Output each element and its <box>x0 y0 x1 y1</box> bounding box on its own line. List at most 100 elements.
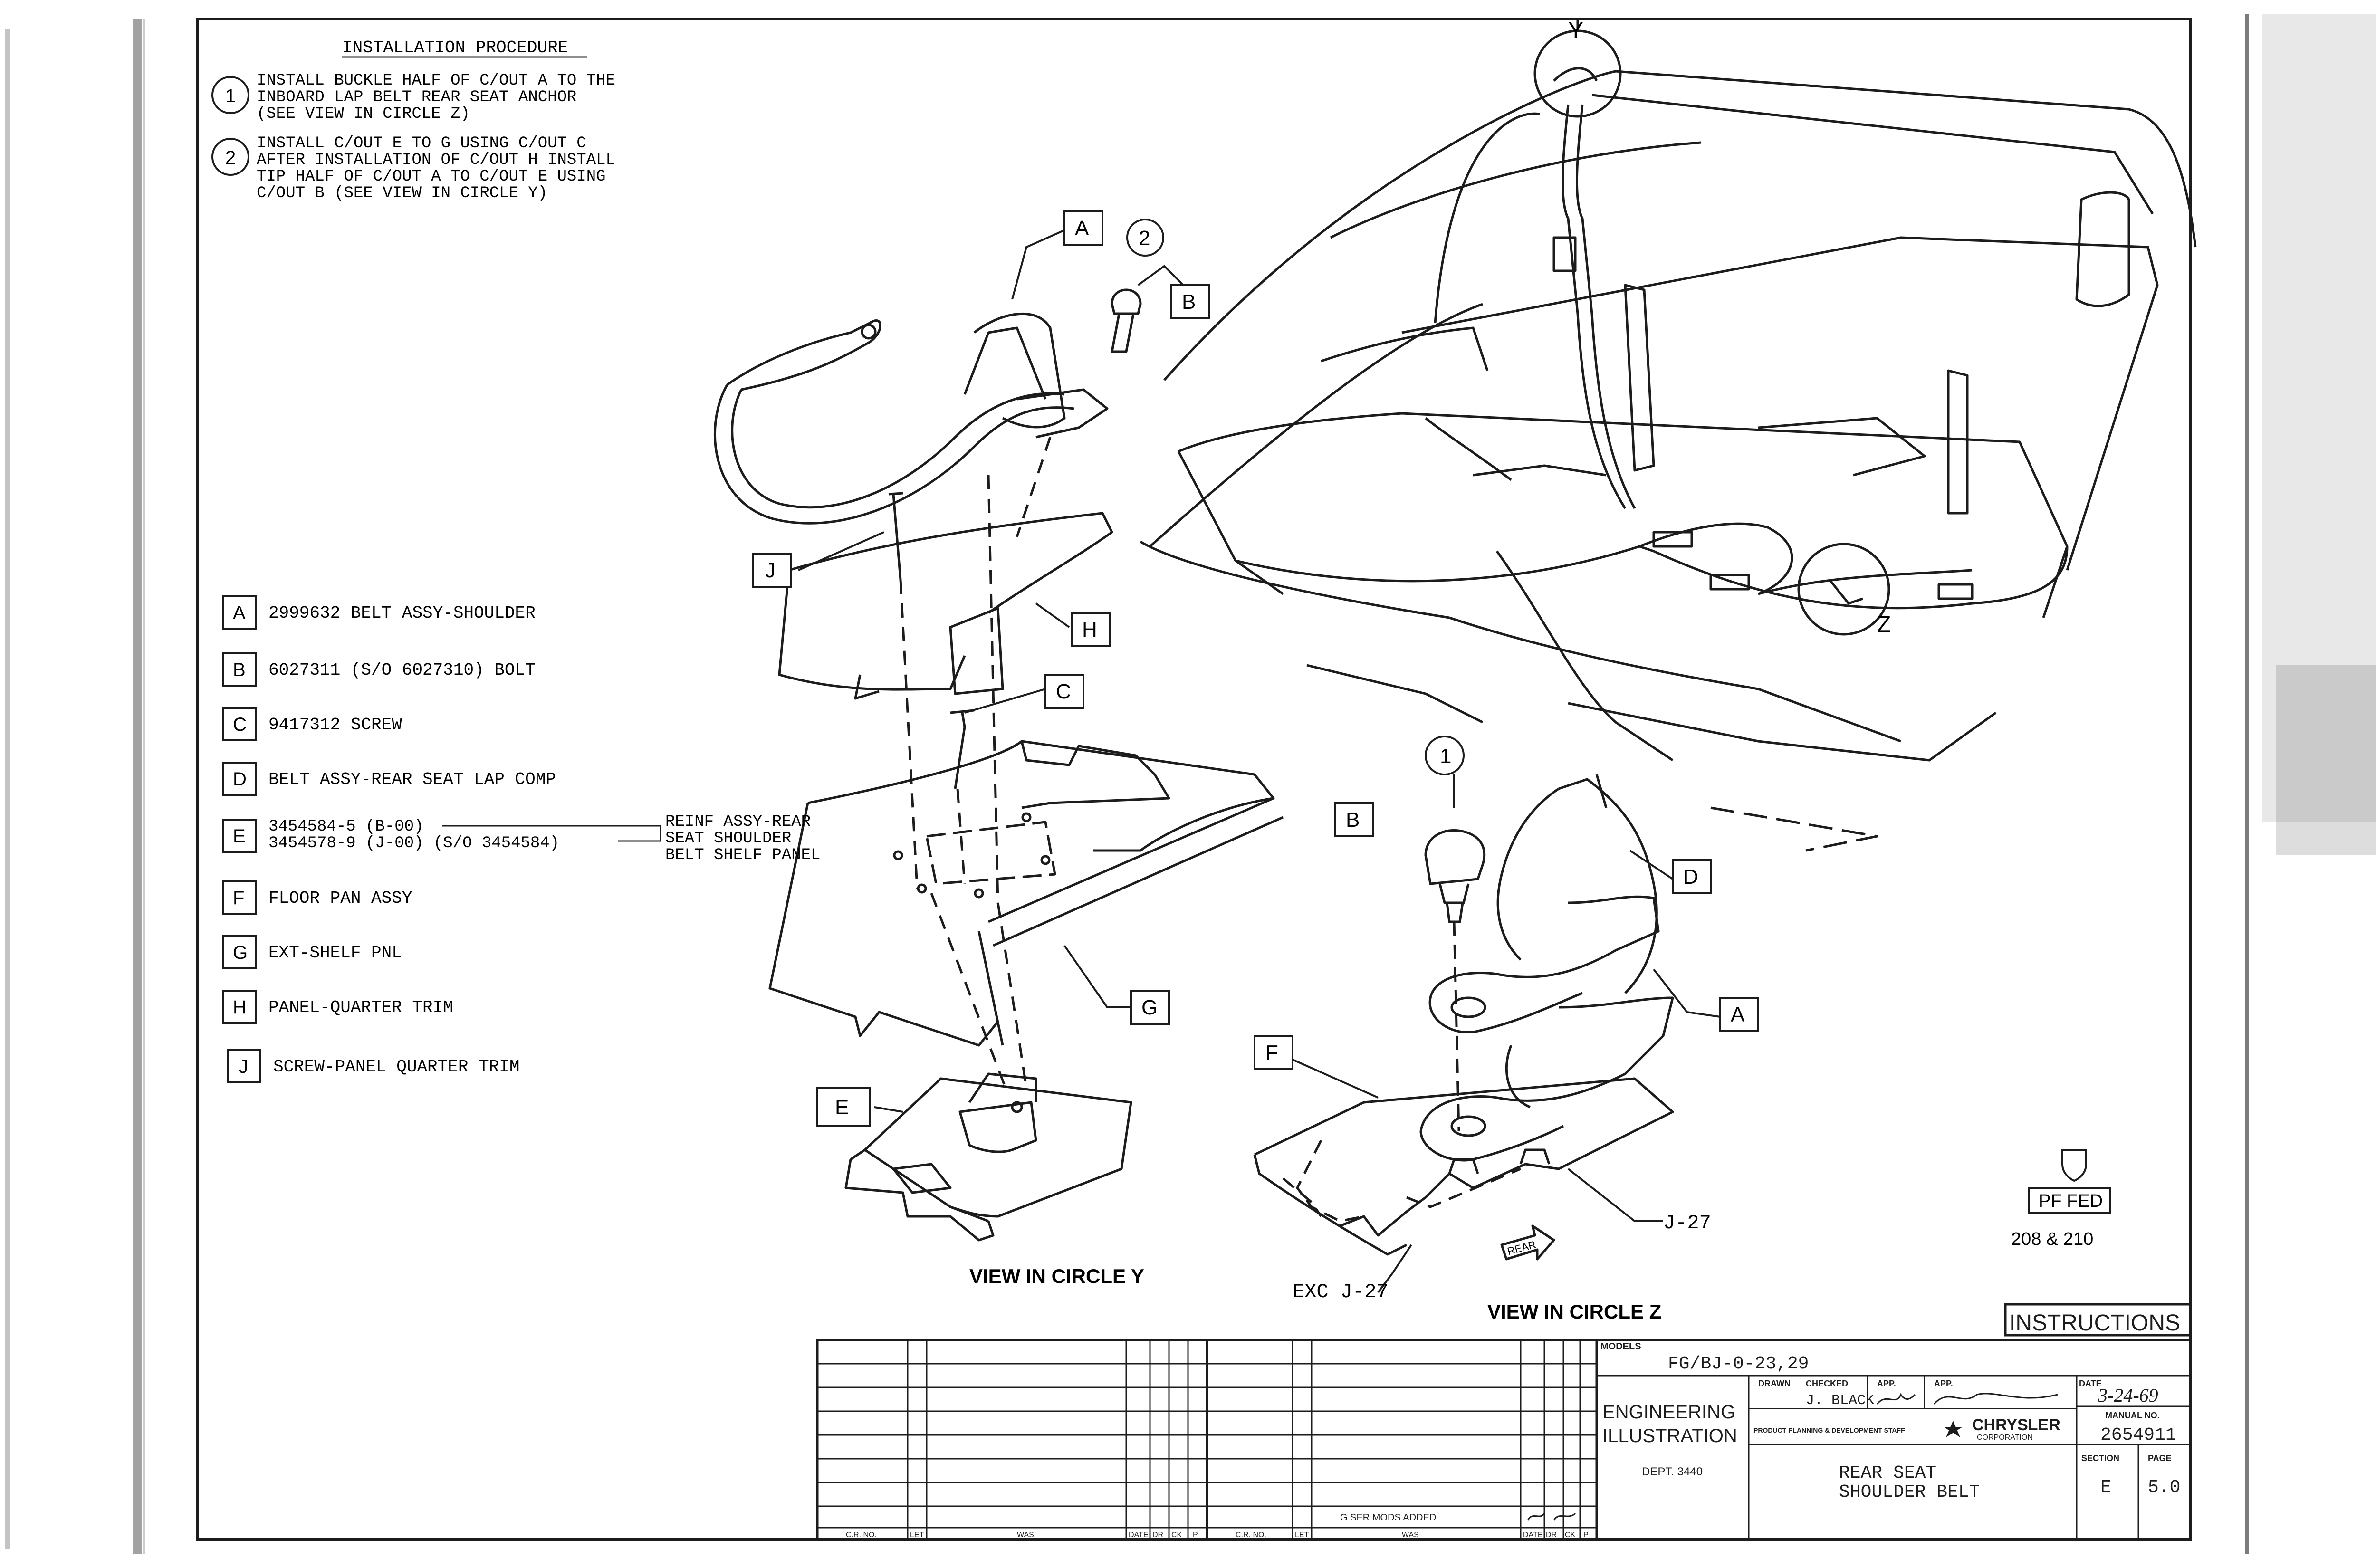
callout-g: G <box>1130 990 1170 1025</box>
staff-label: PRODUCT PLANNING & DEVELOPMENT STAFF <box>1753 1426 1905 1434</box>
drawn-label: DRAWN <box>1758 1379 1791 1388</box>
legend-row-j: J SCREW-PANEL QUARTER TRIM <box>227 1049 519 1083</box>
svg-text:DR: DR <box>1546 1531 1557 1539</box>
svg-text:A: A <box>233 602 246 623</box>
app-label-2: APP. <box>1934 1379 1953 1388</box>
manual-label: MANUAL NO. <box>2105 1411 2160 1420</box>
reinf-note-line1: REINF ASSY-REAR <box>665 813 811 831</box>
svg-text:6027311 (S/O 6027310) BOLT: 6027311 (S/O 6027310) BOLT <box>268 660 536 680</box>
engineering-label: ENGINEERING <box>1602 1402 1735 1423</box>
svg-text:CK: CK <box>1171 1531 1182 1539</box>
svg-text:DR: DR <box>1152 1531 1163 1539</box>
installation-procedure: INSTALLATION PROCEDURE 1 INSTALL BUCKLE … <box>211 38 615 202</box>
step2-line3: TIP HALF OF C/OUT A TO C/OUT E USING <box>257 168 606 186</box>
svg-text:C: C <box>1056 680 1071 703</box>
svg-text:9417312 SCREW: 9417312 SCREW <box>268 715 402 735</box>
callout-j27: J-27 <box>1663 1212 1711 1234</box>
svg-text:B: B <box>233 660 246 680</box>
svg-text:P: P <box>1193 1531 1198 1539</box>
svg-text:G: G <box>233 942 248 963</box>
legend-row-b: B 6027311 (S/O 6027310) BOLT <box>222 652 536 687</box>
svg-text:FLOOR PAN ASSY: FLOOR PAN ASSY <box>268 889 412 908</box>
svg-text:WAS: WAS <box>1402 1531 1419 1539</box>
signature-app2 <box>1933 1393 2058 1405</box>
svg-text:2: 2 <box>225 147 236 168</box>
step2-line2: AFTER INSTALLATION OF C/OUT H INSTALL <box>257 151 615 169</box>
svg-text:2999632 BELT ASSY-SHOULDER: 2999632 BELT ASSY-SHOULDER <box>268 603 536 623</box>
view-circle-z-label: VIEW IN CIRCLE Z <box>1487 1300 1661 1323</box>
svg-text:H: H <box>1082 618 1097 641</box>
page-value: 5.0 <box>2148 1477 2180 1498</box>
svg-text:B: B <box>1182 290 1196 314</box>
step2-line1: INSTALL C/OUT E TO G USING C/OUT C <box>257 134 586 153</box>
circle-y-view <box>714 288 1284 1242</box>
reinf-note-line3: BELT SHELF PANEL <box>665 846 820 864</box>
pentastar-logo <box>1944 1421 1963 1437</box>
callout-step1-circle: 1 <box>1425 736 1465 775</box>
checked-label: CHECKED <box>1806 1379 1848 1388</box>
step2-line4: C/OUT B (SEE VIEW IN CIRCLE Y) <box>257 184 547 202</box>
svg-text:B: B <box>1346 808 1360 832</box>
legend-row-c: C 9417312 SCREW <box>222 707 402 741</box>
drawing-title-1: REAR SEAT <box>1839 1463 1936 1483</box>
step1-line3: (SEE VIEW IN CIRCLE Z) <box>257 105 470 123</box>
title-block-text: INSTRUCTIONS MODELS FG/BJ-0-23,29 ENGINE… <box>846 1310 2180 1539</box>
callout-a-top: A <box>1063 210 1103 246</box>
svg-text:C.R. NO.: C.R. NO. <box>846 1531 877 1539</box>
svg-text:D: D <box>1683 865 1698 889</box>
svg-text:DATE: DATE <box>1523 1531 1542 1539</box>
rev-note: G SER MODS ADDED <box>1340 1512 1436 1523</box>
callout-leaders <box>798 218 1721 1293</box>
legend-row-h: H PANEL-QUARTER TRIM <box>222 990 453 1024</box>
svg-text:A: A <box>1731 1003 1745 1026</box>
view-circle-y-label: VIEW IN CIRCLE Y <box>969 1265 1144 1287</box>
callout-a-z: A <box>1719 997 1759 1032</box>
section-value: E <box>2100 1477 2111 1498</box>
callout-d: D <box>1672 859 1712 894</box>
scan-edge-left <box>5 19 145 1554</box>
dept-label: DEPT. 3440 <box>1642 1465 1703 1478</box>
parts-legend: A 2999632 BELT ASSY-SHOULDER B 6027311 (… <box>222 595 820 1083</box>
svg-text:A: A <box>1075 217 1089 240</box>
svg-text:CK: CK <box>1565 1531 1576 1539</box>
svg-text:G: G <box>1141 996 1158 1019</box>
procedure-title: INSTALLATION PROCEDURE <box>342 38 568 57</box>
circle-z-letter: Z <box>1877 612 1891 637</box>
svg-text:WAS: WAS <box>1017 1531 1034 1539</box>
pf-fed-models: 208 & 210 <box>2011 1229 2093 1249</box>
circle-y-letter: Y <box>1568 18 1583 43</box>
circle-z-view <box>1253 774 1674 1261</box>
date-label: DATE <box>2079 1379 2102 1388</box>
signature-app <box>1876 1393 1916 1405</box>
callout-exc-j27: EXC J-27 <box>1293 1281 1389 1303</box>
svg-text:C.R. NO.: C.R. NO. <box>1236 1531 1266 1539</box>
callout-e: E <box>816 1087 871 1127</box>
svg-text:SCREW-PANEL QUARTER TRIM: SCREW-PANEL QUARTER TRIM <box>273 1057 519 1077</box>
svg-text:F: F <box>233 888 244 908</box>
shield-icon <box>2061 1149 2087 1182</box>
svg-text:P: P <box>1583 1531 1589 1539</box>
illustration-label: ILLUSTRATION <box>1602 1425 1737 1446</box>
svg-text:1: 1 <box>1440 745 1451 768</box>
svg-text:D: D <box>233 769 247 790</box>
svg-text:LET: LET <box>1295 1531 1309 1539</box>
drawing-title-2: SHOULDER BELT <box>1839 1482 1980 1502</box>
instructions-label: INSTRUCTIONS <box>2009 1310 2180 1336</box>
svg-text:3454584-5 (B-00): 3454584-5 (B-00) <box>268 818 423 836</box>
legend-row-a: A 2999632 BELT ASSY-SHOULDER <box>222 595 536 630</box>
section-label: SECTION <box>2081 1453 2119 1463</box>
svg-text:J: J <box>239 1056 248 1077</box>
callout-c: C <box>1044 674 1084 709</box>
page-label: PAGE <box>2148 1453 2172 1463</box>
pf-fed-badge: PF FED 208 & 210 <box>2011 1149 2111 1249</box>
date-value: 3-24-69 <box>2098 1385 2158 1406</box>
svg-text:H: H <box>233 997 247 1018</box>
manual-value: 2654911 <box>2100 1425 2176 1445</box>
scan-edge-right <box>2245 14 2376 1554</box>
step1-line1: INSTALL BUCKLE HALF OF C/OUT A TO THE <box>257 72 615 90</box>
svg-text:PANEL-QUARTER TRIM: PANEL-QUARTER TRIM <box>268 998 453 1017</box>
legend-row-d: D BELT ASSY-REAR SEAT LAP COMP <box>222 762 556 796</box>
models-label: MODELS <box>1600 1341 1641 1352</box>
callout-f: F <box>1254 1035 1293 1070</box>
